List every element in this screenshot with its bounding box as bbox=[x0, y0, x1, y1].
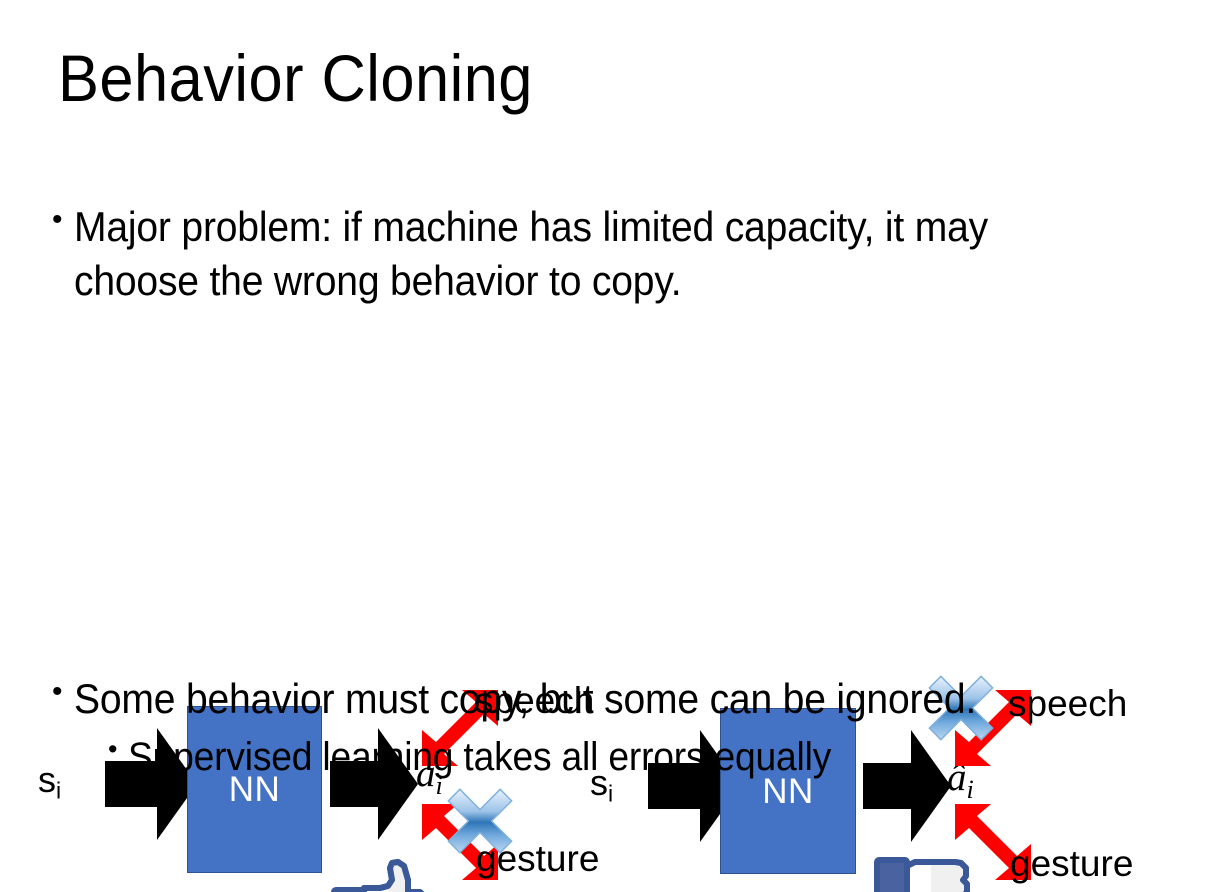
state-subscript: i bbox=[56, 777, 62, 804]
branch-label-gesture-right: gesture bbox=[1010, 843, 1134, 884]
thumbs-down-icon bbox=[874, 857, 970, 892]
nn-label: NN bbox=[762, 771, 814, 811]
input-arrow-right-icon bbox=[648, 730, 740, 842]
nn-label: NN bbox=[228, 770, 281, 809]
thumbs-up-icon bbox=[331, 859, 425, 892]
input-arrow-left-icon bbox=[105, 728, 197, 840]
bullet-text: Some behavior must copy, but some can be… bbox=[73, 675, 976, 722]
state-subscript: i bbox=[608, 780, 614, 807]
bullet-marker: • bbox=[52, 675, 63, 708]
action-symbol: â bbox=[947, 756, 967, 799]
branch-label-speech-left: speech bbox=[475, 680, 595, 721]
diagram-right: si NN Actor âi bbox=[575, 330, 1155, 892]
page-title: Behavior Cloning bbox=[58, 41, 533, 115]
bullet-major-problem: • Major problem: if machine has limited … bbox=[52, 200, 1142, 308]
action-label-right: âi bbox=[947, 758, 974, 803]
branch-label-speech-right: speech bbox=[1008, 683, 1128, 724]
diagram-left: si NN Actor âi speech bbox=[10, 330, 599, 892]
bullet-text: Supervised learning takes all errors equ… bbox=[128, 735, 832, 779]
bullet-supervised-learning: • Supervised learning takes all errors e… bbox=[108, 732, 1188, 783]
state-label-right: si bbox=[590, 765, 613, 805]
output-arrow-right-icon bbox=[863, 730, 951, 842]
state-symbol: s bbox=[590, 762, 608, 803]
state-label-left: si bbox=[38, 762, 61, 802]
speech-arrow-left-icon bbox=[422, 690, 498, 766]
bullet-marker: • bbox=[52, 203, 63, 236]
actor-label-left: Actor bbox=[187, 890, 322, 892]
action-subscript: i bbox=[966, 774, 974, 804]
state-symbol: s bbox=[38, 759, 56, 800]
output-arrow-left-icon bbox=[330, 728, 418, 840]
cross-out-speech-right-icon bbox=[928, 675, 994, 741]
action-subscript: i bbox=[435, 770, 443, 800]
nn-box-left: NN bbox=[187, 706, 322, 873]
bullet-marker: • bbox=[108, 734, 118, 764]
nn-box-right: NN bbox=[720, 708, 856, 874]
gesture-arrow-right-icon bbox=[955, 804, 1031, 880]
bullet-text: Major problem: if machine has limited ca… bbox=[73, 203, 988, 304]
bullet-some-behavior: • Some behavior must copy, but some can … bbox=[52, 672, 1172, 726]
cross-out-gesture-left-icon bbox=[447, 788, 513, 854]
